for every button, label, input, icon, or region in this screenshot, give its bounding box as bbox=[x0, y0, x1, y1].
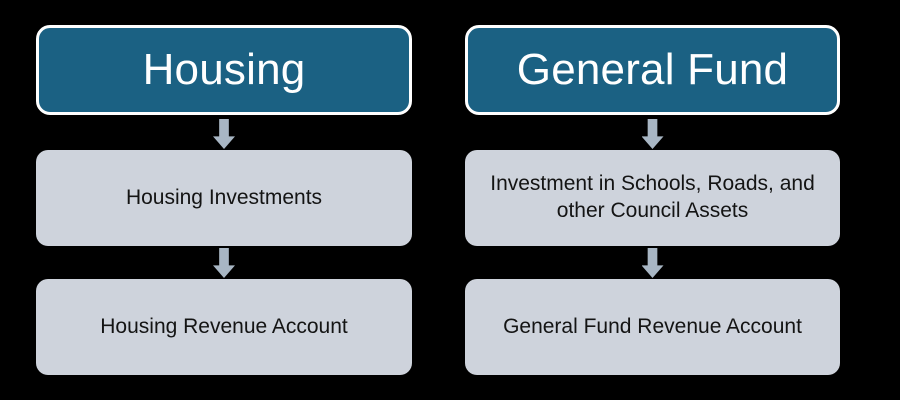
node-box-general-fund-revenue-account[interactable]: General Fund Revenue Account bbox=[465, 279, 840, 375]
node-label-investment-schools-roads: Investment in Schools, Roads, and other … bbox=[490, 172, 815, 222]
header-box-housing[interactable]: Housing bbox=[36, 25, 412, 115]
node-box-investment-schools-roads[interactable]: Investment in Schools, Roads, and other … bbox=[465, 150, 840, 246]
down-arrow-icon bbox=[641, 119, 664, 149]
header-box-general-fund[interactable]: General Fund bbox=[465, 25, 840, 115]
node-label-housing-revenue-account: Housing Revenue Account bbox=[100, 314, 348, 338]
node-label-general-fund-revenue-account: General Fund Revenue Account bbox=[503, 314, 802, 338]
down-arrow-icon bbox=[213, 119, 235, 149]
header-label-general-fund: General Fund bbox=[516, 44, 789, 94]
node-box-housing-revenue-account[interactable]: Housing Revenue Account bbox=[36, 279, 412, 375]
down-arrow-icon bbox=[641, 248, 664, 278]
header-label-housing: Housing bbox=[142, 44, 306, 94]
column-general-fund: General Fund Investment in Schools, Road… bbox=[465, 0, 840, 400]
down-arrow-icon bbox=[213, 248, 235, 278]
node-label-housing-investments: Housing Investments bbox=[125, 185, 323, 209]
column-housing: Housing Housing Investments Housing Reve… bbox=[36, 0, 412, 400]
node-box-housing-investments[interactable]: Housing Investments bbox=[36, 150, 412, 246]
